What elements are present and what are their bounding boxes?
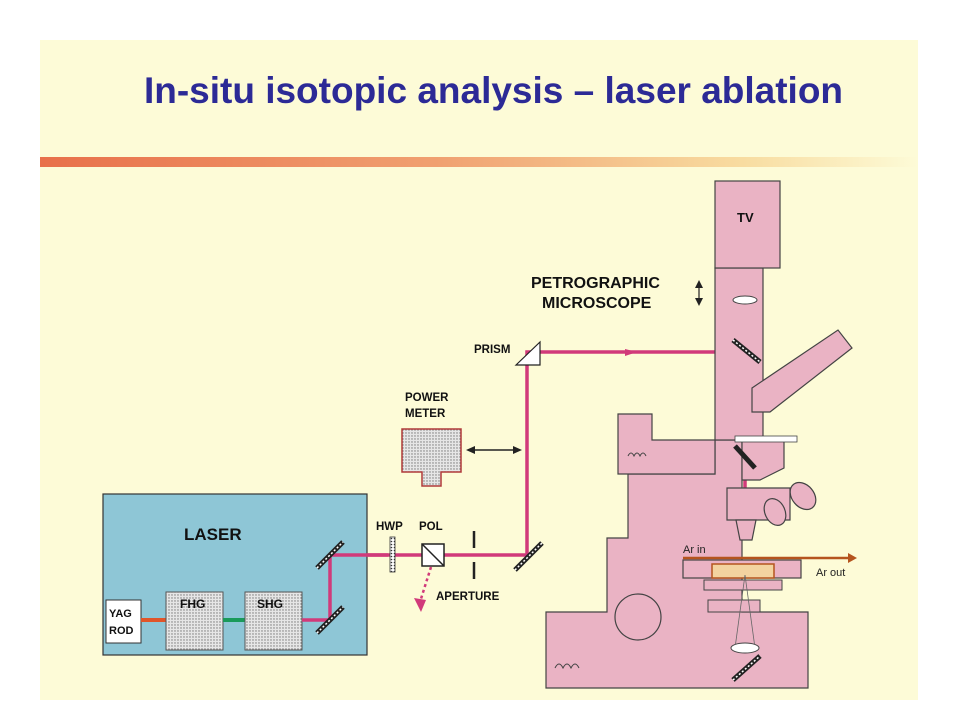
aperture-label: APERTURE xyxy=(436,591,500,603)
column-mirror-upper xyxy=(731,338,762,364)
microscope-label-line1: PETROGRAPHIC xyxy=(531,275,660,292)
power-meter-label-line1: POWER xyxy=(405,392,449,404)
base-spring-detail xyxy=(554,663,580,670)
shg-crystal xyxy=(244,591,303,651)
polarizer-cube xyxy=(421,543,445,567)
laser-label: LASER xyxy=(184,525,242,544)
yag-rod-label-line1: YAG xyxy=(109,608,132,620)
prism xyxy=(514,340,541,366)
sample-stage xyxy=(682,559,802,613)
laser-housing xyxy=(102,493,368,656)
arm-spring-detail xyxy=(627,452,647,458)
column-mirror-lower xyxy=(733,444,757,470)
yag-rod xyxy=(105,599,142,644)
shg-label: SHG xyxy=(257,597,283,611)
tv-camera xyxy=(714,180,781,269)
title-underline-bar xyxy=(40,157,918,167)
microscope-label-line2: MICROSCOPE xyxy=(542,295,652,312)
slide-title: In-situ isotopic analysis – laser ablati… xyxy=(143,70,844,111)
internal-mirror-upper xyxy=(315,540,345,570)
beam-direction-arrow xyxy=(625,349,637,356)
ar-in-label: Ar in xyxy=(683,544,706,556)
tube-lens xyxy=(732,295,758,305)
illumination-cone xyxy=(734,574,756,649)
tv-label: TV xyxy=(737,210,754,225)
ar-out-label: Ar out xyxy=(816,567,845,579)
turning-mirror xyxy=(513,541,544,572)
focus-knob xyxy=(614,593,662,641)
filter-slider xyxy=(734,435,798,443)
focus-adjust-arrow xyxy=(695,280,703,306)
argon-flow xyxy=(683,553,857,563)
yag-rod-label-line2: ROD xyxy=(109,625,134,637)
internal-mirror-lower xyxy=(315,605,345,635)
power-meter-label-line2: METER xyxy=(405,408,446,420)
fhg-label: FHG xyxy=(180,597,205,611)
pol-label: POL xyxy=(419,521,443,533)
fhg-crystal xyxy=(165,591,224,651)
hwp-label: HWP xyxy=(376,521,403,533)
internal-beam-path xyxy=(302,553,388,622)
objective-lenses xyxy=(735,481,817,541)
rejected-beam-dotted-arrow xyxy=(414,566,433,612)
hwp-waveplate xyxy=(389,536,396,573)
microscope-body xyxy=(545,267,853,689)
power-meter xyxy=(401,428,462,487)
base-mirror xyxy=(731,654,762,682)
power-meter-swap-arrow xyxy=(466,446,522,454)
prism-label: PRISM xyxy=(474,344,510,356)
condenser-lens xyxy=(730,642,760,654)
